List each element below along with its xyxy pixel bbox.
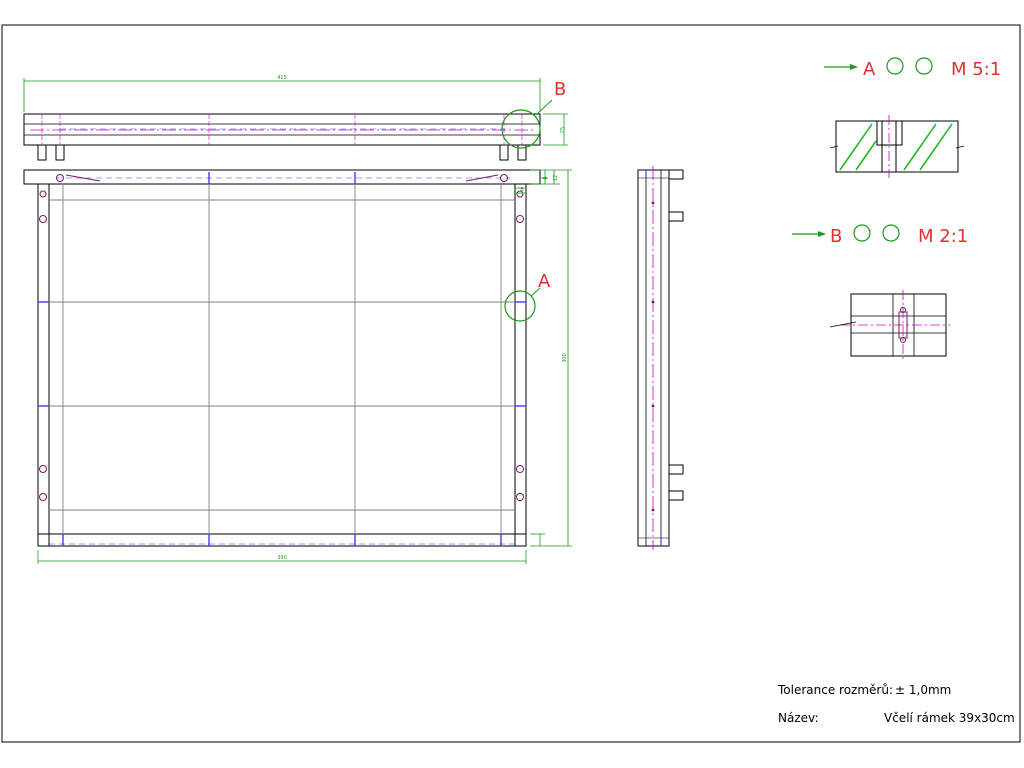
callout-b: B xyxy=(554,79,566,100)
dim-offset-small-3: 8 xyxy=(543,176,549,179)
name-value: Včelí rámek 39x30cm xyxy=(884,711,1015,725)
frame-outer xyxy=(23,169,541,185)
detail-b-circle xyxy=(501,109,541,149)
dim-top-overall: 415 xyxy=(277,75,287,81)
detail-a-circle xyxy=(504,290,536,322)
detail-a-letter: A xyxy=(863,59,876,80)
dim-bottom-width: 390 xyxy=(277,555,287,561)
tolerance-value: ± 1,0mm xyxy=(895,683,951,697)
dim-offset-small-2: 12 xyxy=(553,175,559,181)
dim-top-height: 25 xyxy=(560,127,566,133)
detail-a-scale: M 5:1 xyxy=(951,59,1001,80)
top-bar xyxy=(23,113,541,146)
top-view: 415 25 B xyxy=(23,75,568,161)
sheet-border xyxy=(1,24,1021,743)
dim-overall-height: 300 xyxy=(562,353,568,363)
front-view: A 300 12 8 8 390 xyxy=(23,169,572,564)
title-block: Tolerance rozměrů: ± 1,0mm Název: Včelí … xyxy=(777,683,1015,725)
side-bar xyxy=(637,169,670,547)
callout-a: A xyxy=(538,271,551,292)
detail-b-letter: B xyxy=(830,226,842,247)
detail-b: B M 2:1 xyxy=(792,224,968,360)
detail-b-scale: M 2:1 xyxy=(918,226,968,247)
detail-a: A M 5:1 xyxy=(824,57,1001,178)
dim-offset-small-1: 8 xyxy=(520,187,523,193)
name-label: Název: xyxy=(778,711,819,725)
tolerance-label: Tolerance rozměrů: xyxy=(777,683,893,697)
side-view xyxy=(637,166,684,550)
